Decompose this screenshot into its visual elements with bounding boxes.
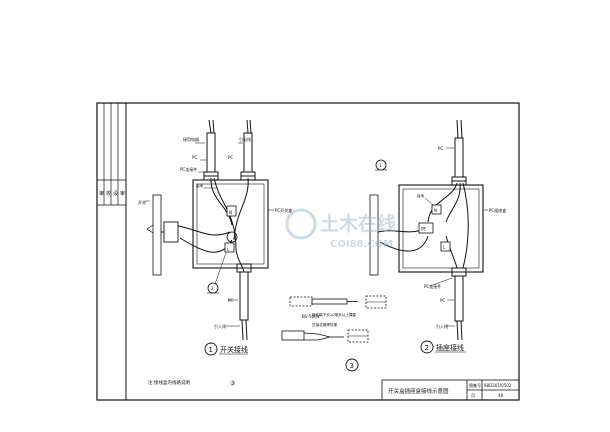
bottom-note: 注:接线盒内线路说明 bbox=[148, 379, 191, 386]
wire-joint-detail bbox=[281, 295, 387, 372]
socket-wiring-diagram bbox=[369, 119, 488, 354]
title-block-page-value: 48 bbox=[498, 393, 504, 398]
title-block-code-value: 98D301/0502 bbox=[484, 383, 512, 388]
right-label-socket-box: PC插座盒 bbox=[489, 207, 506, 213]
side-label-3: 设 bbox=[113, 190, 118, 197]
right-label-pc-top: PC bbox=[438, 146, 443, 151]
watermark-logo-icon bbox=[285, 208, 317, 240]
right-label-l: L bbox=[443, 245, 446, 250]
left-label-switch-box: PC开关盒 bbox=[275, 207, 292, 213]
detail-label-bv: BV-500V bbox=[302, 314, 320, 319]
title-block-code-label: 图集号 bbox=[469, 382, 481, 388]
side-label-2: 校 bbox=[106, 190, 111, 197]
detail-label-note2: 压接或锡焊处理 bbox=[312, 322, 338, 327]
watermark-url: COI88.COM bbox=[330, 239, 393, 250]
left-caption-number: 1 bbox=[209, 346, 213, 354]
title-block-page-label: 页 bbox=[471, 393, 475, 398]
detail-caption-number: 3 bbox=[350, 362, 354, 370]
right-label-pc-connector: PC连接件 bbox=[424, 283, 441, 289]
left-label-pc-left: PC bbox=[192, 155, 197, 160]
switch-wiring-diagram bbox=[145, 119, 274, 356]
bottom-note-mark: ③ bbox=[230, 380, 235, 387]
switch-box-outline bbox=[192, 179, 269, 269]
left-caption: 开关接线 bbox=[220, 345, 248, 354]
left-label-outgoing-line: 引出线 bbox=[239, 136, 251, 142]
right-label-jumper: 接地 bbox=[417, 193, 425, 198]
left-bottom-conduit bbox=[239, 271, 249, 321]
left-label-pc-connector: PC连接件 bbox=[180, 166, 197, 172]
right-label-pe: PE bbox=[421, 227, 426, 232]
right-label-n: N bbox=[434, 208, 437, 213]
title-block-title: 开关盒插座盒接线示意图 bbox=[388, 387, 449, 395]
left-label-pc-bottom: PC bbox=[228, 298, 233, 303]
side-label-1: 审 bbox=[99, 190, 104, 197]
left-label-l: L bbox=[227, 247, 230, 252]
socket-box-outline bbox=[398, 184, 484, 273]
sheet-border bbox=[96, 102, 520, 401]
switch-body bbox=[163, 221, 179, 243]
left-label-switch: 开关 bbox=[138, 199, 146, 205]
left-label-ground-mark: 2 bbox=[211, 286, 214, 291]
wall-plate-right bbox=[369, 194, 379, 276]
left-label-lead-in: 引入线 bbox=[214, 323, 226, 329]
detail-label-note1: 接线端子长10毫米以上裸露 bbox=[312, 312, 357, 317]
left-top-conduit-a bbox=[206, 132, 216, 179]
side-label-4: 审 bbox=[120, 190, 125, 197]
right-label-ground-mark: 1 bbox=[379, 163, 382, 168]
right-caption: 插座接线 bbox=[436, 343, 464, 352]
left-label-incoming-line: 接用电器 bbox=[183, 136, 199, 142]
right-label-pc-bottom: PC bbox=[440, 298, 445, 303]
title-block bbox=[381, 379, 520, 401]
watermark-brand: 土木在线 bbox=[320, 212, 396, 235]
watermark: 土木在线 COI88.COM bbox=[285, 208, 396, 250]
right-caption-number: 2 bbox=[425, 344, 429, 352]
left-label-jumper: 接地 bbox=[196, 183, 203, 188]
side-approval-block bbox=[97, 103, 126, 206]
left-label-n: N bbox=[229, 210, 232, 215]
wall-plate-left bbox=[152, 194, 162, 276]
left-label-pc-right: PC bbox=[228, 155, 233, 160]
right-label-lead-in: 引入线 bbox=[436, 323, 448, 329]
